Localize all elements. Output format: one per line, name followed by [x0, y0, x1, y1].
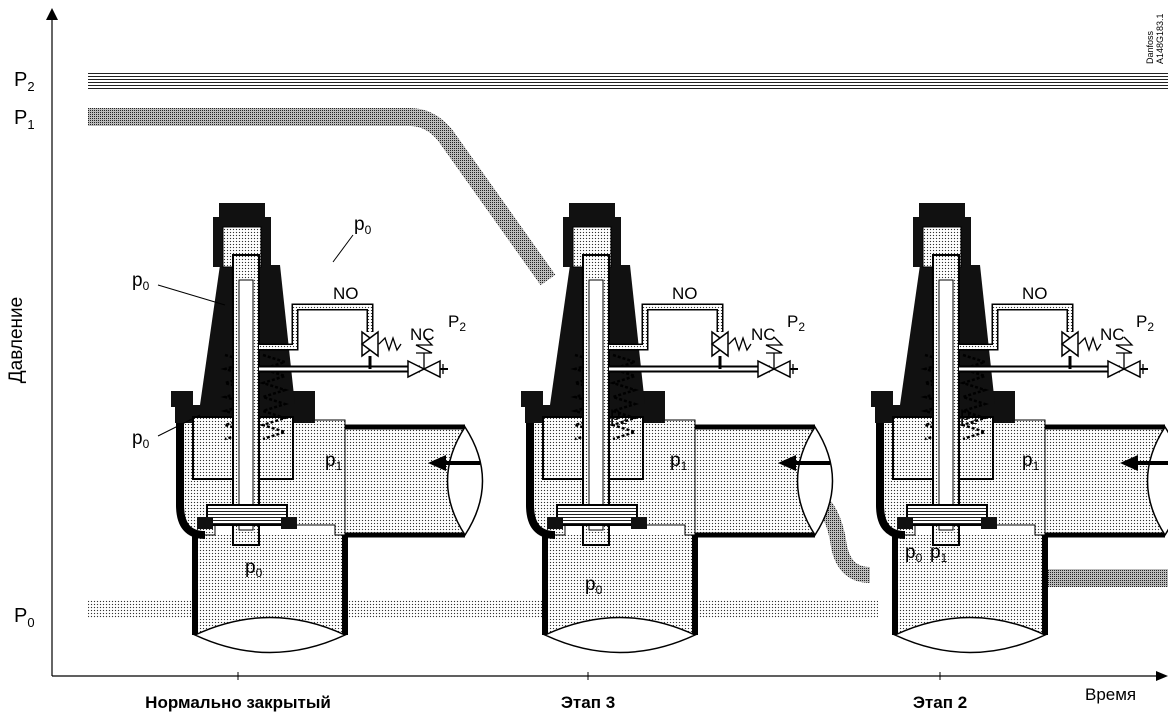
level-label-p2: P2	[14, 69, 35, 94]
label-stage3-nc: NC	[751, 325, 776, 344]
leader-normal-pilot-p0	[332, 234, 354, 263]
flow-arrow-stage2	[1120, 455, 1168, 471]
label-normal-pilot-p0: p0	[354, 214, 372, 237]
label-stage3-outlet-p0: p0	[585, 574, 603, 597]
curve-p2	[88, 71, 1168, 91]
label-normal-outlet-p0: p0	[245, 557, 263, 580]
label-stage2-ext-p2: P2	[1136, 312, 1154, 334]
level-label-p0: P0	[14, 605, 35, 630]
valve-normal	[171, 203, 483, 653]
curve-p1	[88, 108, 556, 286]
label-normal-chamber-p0: p0	[132, 428, 150, 451]
watermark-code: A148G183.1	[1155, 13, 1165, 64]
label-stage2-outlet-p1: p1	[930, 542, 948, 565]
stage-caption-stage2: Этап 2	[913, 693, 967, 712]
label-stage2-nc: NC	[1100, 325, 1125, 344]
label-stage3-chamber-p2: p2	[610, 404, 628, 427]
leader-normal-chamber-p0	[157, 414, 201, 437]
label-normal-nc: NC	[410, 325, 435, 344]
x-axis-arrowhead	[1156, 671, 1168, 681]
label-stage2-inlet-p1: p1	[1022, 450, 1040, 473]
label-normal-bonnet-p0: p0	[132, 270, 150, 293]
stage-caption-normal: Нормально закрытый	[145, 693, 331, 712]
label-stage3-inlet-p1: p1	[670, 450, 688, 473]
stage-caption-stage3: Этап 3	[561, 693, 615, 712]
label-normal-no: NO	[333, 284, 359, 303]
watermark-brand: Danfoss	[1145, 30, 1155, 64]
y-axis-label: Давление	[6, 297, 27, 383]
x-axis-label: Время	[1085, 685, 1136, 704]
label-stage3-no: NO	[672, 284, 698, 303]
label-normal-ext-p2: P2	[448, 312, 466, 334]
flow-arrow-stage3	[778, 455, 830, 471]
flow-arrow-normal	[428, 455, 480, 471]
label-stage2-chamber-p2: p2	[960, 404, 978, 427]
label-stage2-outlet-p0: p0	[905, 542, 923, 565]
label-stage3-ext-p2: P2	[787, 312, 805, 334]
label-stage2-no: NO	[1022, 284, 1048, 303]
leader-normal-bonnet-p0	[157, 284, 226, 306]
level-label-p1: P1	[14, 107, 35, 132]
label-normal-inlet-p1: p1	[325, 450, 343, 473]
valve-stage3	[521, 203, 833, 653]
